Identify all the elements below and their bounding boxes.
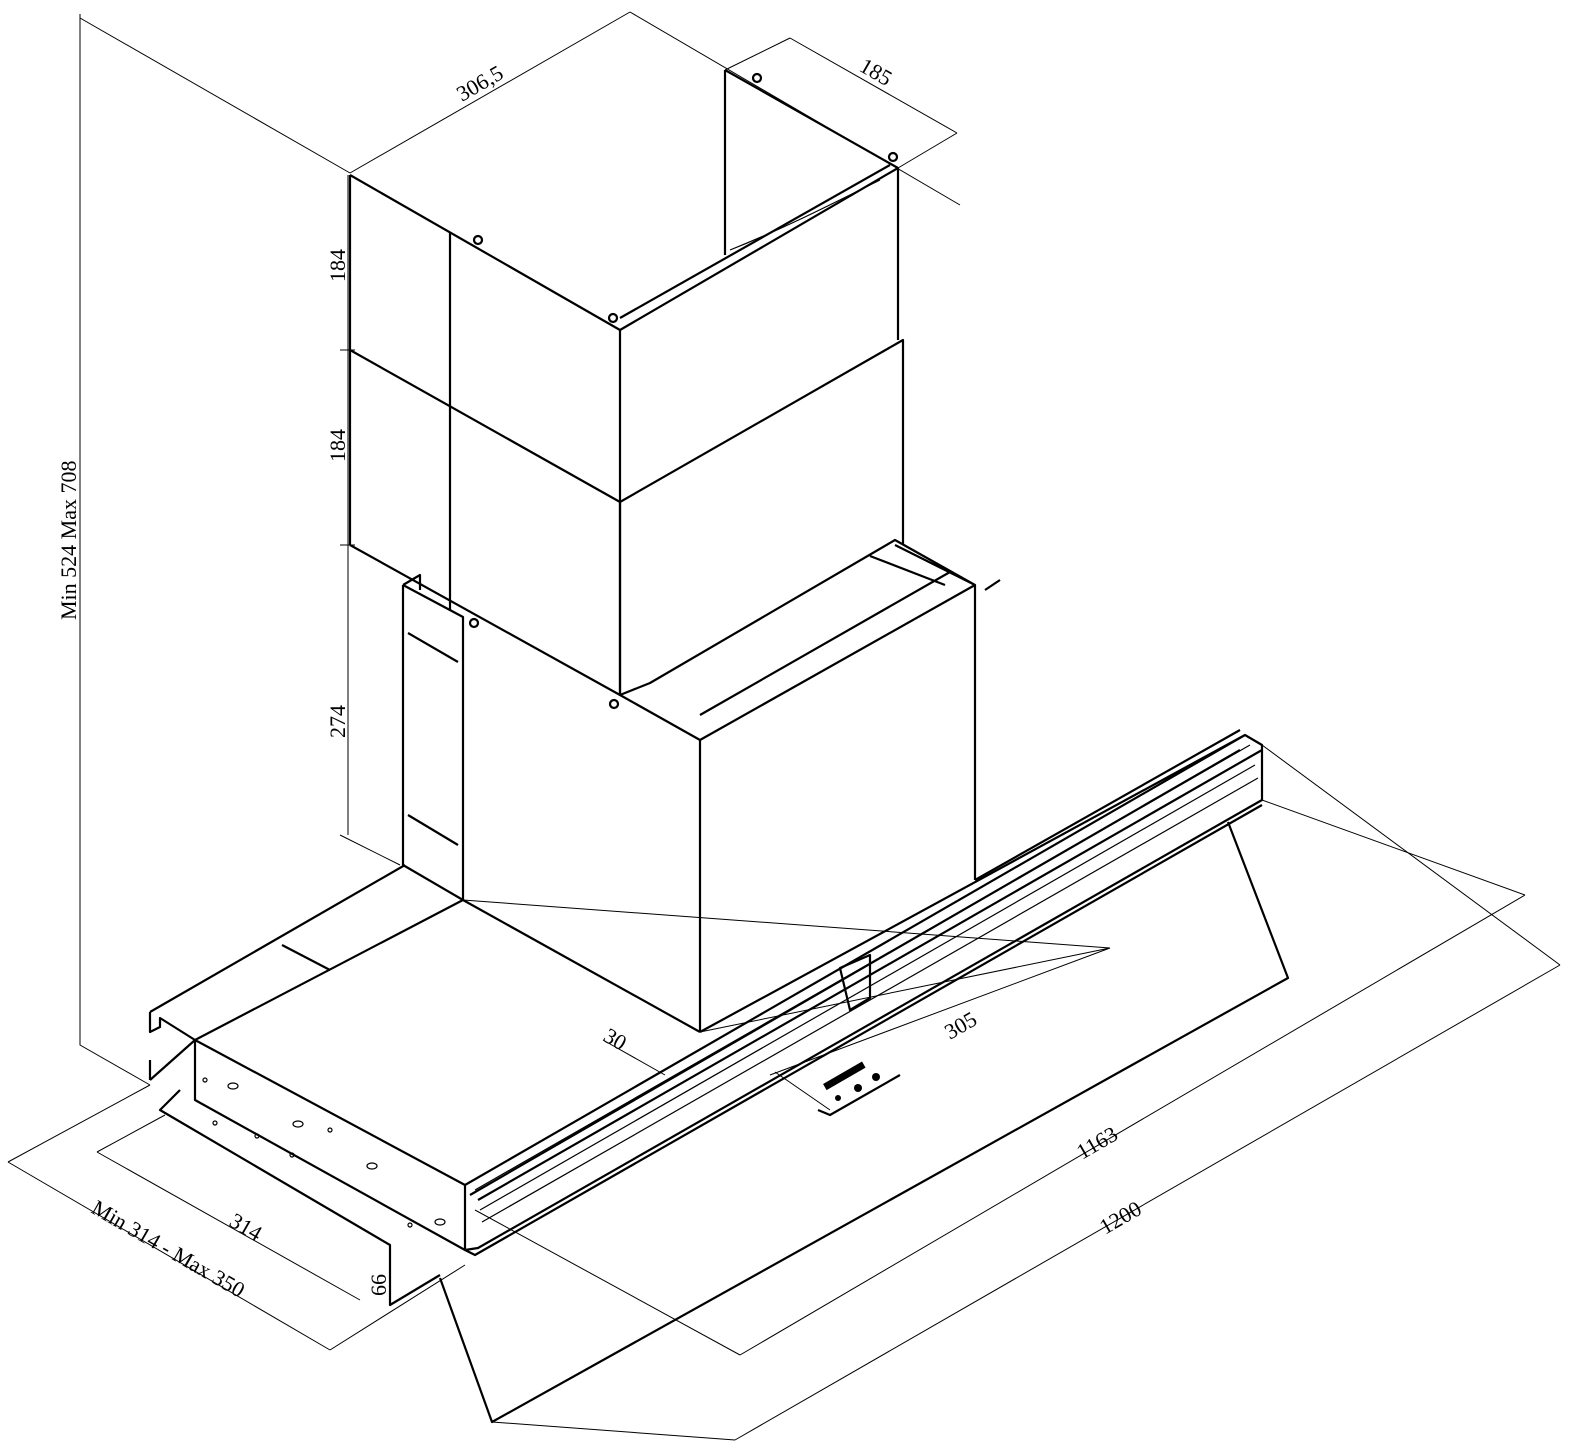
dim-chimney-width: 306,5 (452, 60, 507, 106)
control-button-icon[interactable] (854, 1084, 862, 1092)
dim-front-offset: 30 (600, 1023, 632, 1056)
dim-motor-depth: 305 (940, 1006, 981, 1044)
dim-total-height: Min 524 Max 708 (56, 461, 81, 621)
chimney (348, 69, 905, 710)
dim-middle-section: 184 (325, 429, 350, 462)
dim-overall-width: 1200 (1095, 1196, 1146, 1240)
fan-icon (835, 1095, 841, 1101)
control-panel (817, 1061, 901, 1117)
dim-lower-section: 274 (325, 705, 350, 738)
dim-upper-section: 184 (325, 249, 350, 282)
dim-chimney-depth: 185 (856, 53, 897, 91)
dimension-lines (7, 11, 1561, 1441)
dim-frame-depth: 314 (226, 1208, 267, 1246)
glass-panel (438, 821, 1290, 1424)
dim-wall-depth-range: Min 314 - Max 350 (88, 1195, 250, 1303)
motor-housing (618, 538, 1001, 1032)
dimension-labels: 306,5 185 184 184 274 Min 524 Max 708 30… (56, 53, 1146, 1303)
dim-inner-width: 1163 (1072, 1121, 1122, 1164)
dim-frame-height: 66 (366, 1274, 391, 1296)
control-button-icon[interactable] (872, 1073, 880, 1081)
wall-bracket (401, 573, 465, 902)
brand-logo (823, 1061, 866, 1091)
